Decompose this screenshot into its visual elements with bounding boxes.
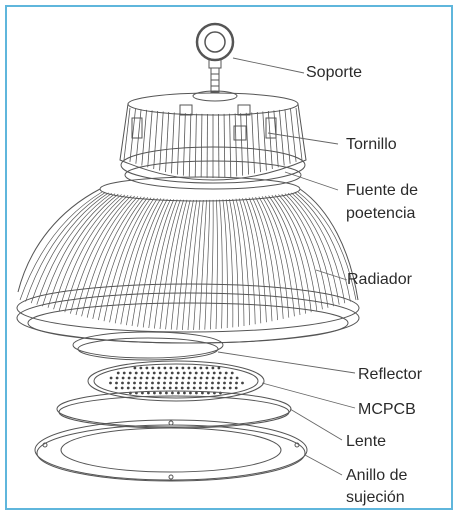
label-anillo-line1: Anillo de (346, 467, 408, 484)
label-anillo-line2: sujeción (346, 489, 405, 506)
lens-part (56, 390, 292, 429)
power-supply-housing (119, 92, 307, 190)
label-radiador: Radiador (347, 271, 412, 288)
label-tornillo: Tornillo (346, 136, 397, 153)
label-soporte: Soporte (306, 64, 363, 81)
eye-bolt (192, 22, 238, 102)
label-fuente-line2: poetencia (346, 205, 416, 222)
clamping-ring-part (34, 419, 308, 482)
label-reflector: Reflector (358, 366, 423, 383)
label-lente: Lente (346, 433, 387, 450)
leader-lines (217, 57, 356, 476)
reflector-part (72, 331, 224, 361)
radiator-dome (16, 176, 360, 344)
mcpcb-part (87, 360, 265, 402)
label-mcpcb: MCPCB (358, 401, 416, 418)
label-fuente-line1: Fuente de (346, 182, 419, 199)
